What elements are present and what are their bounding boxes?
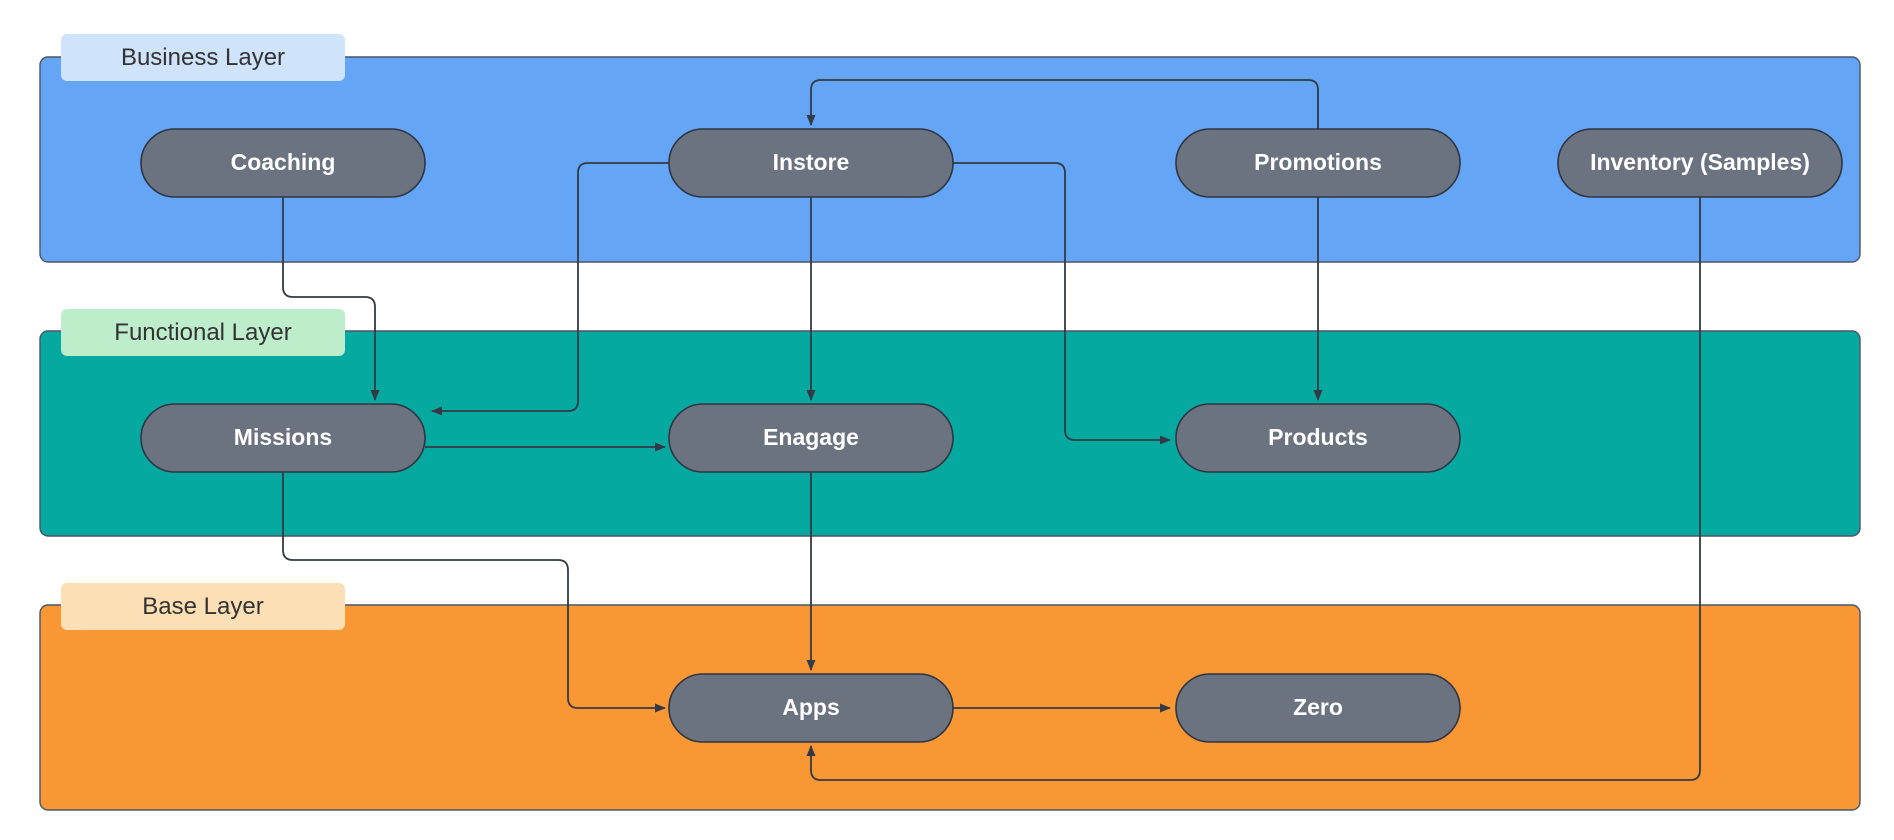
node-label-promotions: Promotions xyxy=(1254,149,1382,175)
node-missions[interactable]: Missions xyxy=(140,403,426,473)
layer-chip-label-base: Base Layer xyxy=(142,593,263,620)
node-label-inventory: Inventory (Samples) xyxy=(1590,149,1810,175)
node-label-products: Products xyxy=(1268,424,1368,450)
layer-chip-box-base xyxy=(61,583,345,630)
node-promotions[interactable]: Promotions xyxy=(1175,128,1461,198)
node-label-instore: Instore xyxy=(773,149,850,175)
node-shape-inventory[interactable] xyxy=(1557,128,1843,198)
layer-chip-label-business: Business Layer xyxy=(121,44,285,71)
node-shape-apps[interactable] xyxy=(668,673,954,743)
node-coaching[interactable]: Coaching xyxy=(140,128,426,198)
node-shape-enagage[interactable] xyxy=(668,403,954,473)
edge-instore-products xyxy=(953,162,1171,445)
edges-group xyxy=(282,79,1701,781)
edge-inventory-apps xyxy=(806,197,1701,781)
node-shape-promotions[interactable] xyxy=(1175,128,1461,198)
node-label-coaching: Coaching xyxy=(231,149,336,175)
node-instore[interactable]: Instore xyxy=(668,128,954,198)
node-label-missions: Missions xyxy=(234,424,332,450)
edge-missions-apps xyxy=(282,472,666,713)
node-label-enagage: Enagage xyxy=(763,424,859,450)
node-shape-instore[interactable] xyxy=(668,128,954,198)
edge-coaching-missions xyxy=(282,197,380,401)
edge-promotions-instore xyxy=(806,79,1319,129)
nodes-group: Coaching Instore Promotions Inventory (Samp… xyxy=(140,128,1843,743)
edge-instore-missions xyxy=(431,162,669,416)
node-apps[interactable]: Apps xyxy=(668,673,954,743)
node-shape-missions[interactable] xyxy=(140,403,426,473)
layer-chip-base: Base Layer xyxy=(61,583,345,630)
node-products[interactable]: Products xyxy=(1175,403,1461,473)
node-inventory[interactable]: Inventory (Samples) xyxy=(1557,128,1843,198)
node-label-zero: Zero xyxy=(1293,694,1343,720)
node-shape-products[interactable] xyxy=(1175,403,1461,473)
layer-chip-label-functional: Functional Layer xyxy=(114,319,291,346)
layer-chip-business: Business Layer xyxy=(61,34,345,81)
node-shape-coaching[interactable] xyxy=(140,128,426,198)
layer-chip-box-functional xyxy=(61,309,345,356)
layer-chip-functional: Functional Layer xyxy=(61,309,345,356)
node-zero[interactable]: Zero xyxy=(1175,673,1461,743)
node-enagage[interactable]: Enagage xyxy=(668,403,954,473)
node-shape-zero[interactable] xyxy=(1175,673,1461,743)
node-label-apps: Apps xyxy=(782,694,840,720)
layer-chip-box-business xyxy=(61,34,345,81)
